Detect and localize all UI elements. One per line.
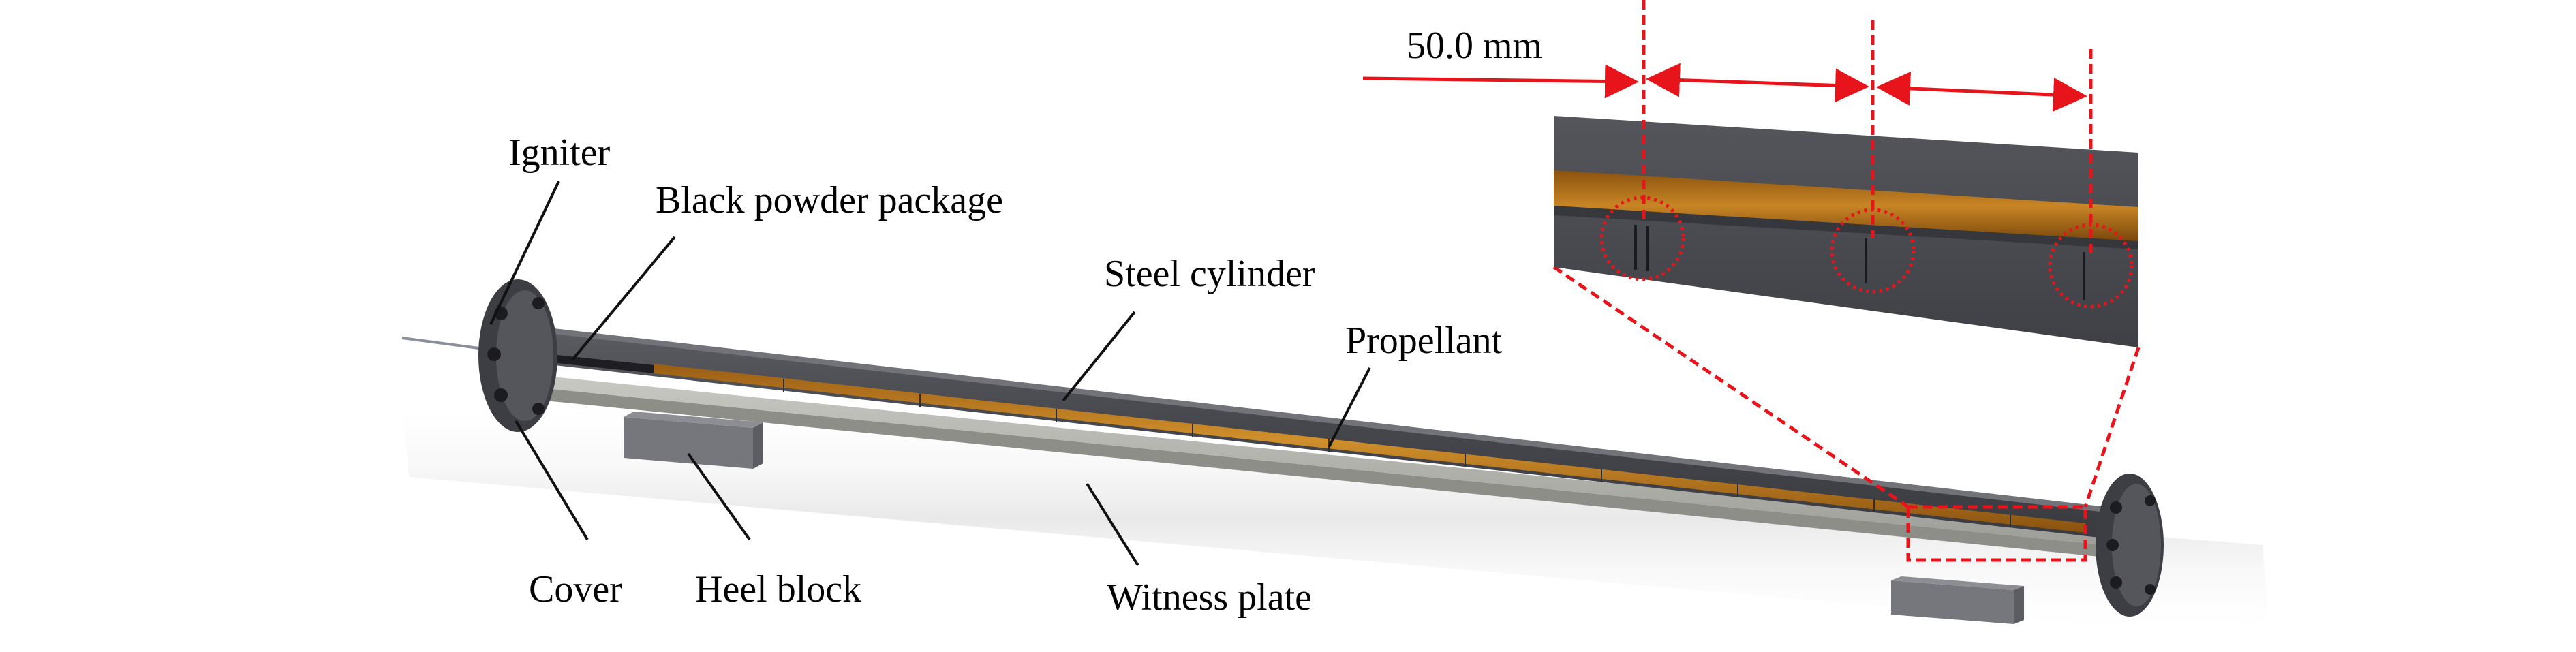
label-cover: Cover: [529, 568, 622, 610]
zoom-line-left: [1552, 265, 1910, 509]
dimension-lead-arrow: [1362, 64, 1639, 99]
zoom-inset: [1554, 116, 2138, 347]
propellant-strip: [654, 364, 2085, 533]
leader-lines: [489, 181, 1371, 567]
dimension-arrow-1: [1646, 63, 1869, 103]
zoom-line-right: [2083, 347, 2141, 508]
heel-block-right: [1891, 576, 2024, 624]
label-black-powder-package: Black powder package: [656, 179, 1003, 221]
heel-block-left: [624, 412, 763, 469]
label-steel-cylinder: Steel cylinder: [1104, 253, 1315, 295]
dimension-arrow-2: [1876, 71, 2087, 112]
label-propellant: Propellant: [1345, 320, 1503, 362]
floor-shadow: [402, 395, 2269, 640]
dimension-reference-lines: [1642, 0, 2093, 259]
cover-left-flange: [478, 279, 557, 432]
label-witness-plate: Witness plate: [1107, 576, 1312, 619]
label-heel-block: Heel block: [695, 568, 861, 610]
zoom-source-box: [1906, 505, 2087, 562]
label-dimension: 50.0 mm: [1407, 25, 1542, 67]
cover-right-flange: [2096, 474, 2164, 617]
label-igniter: Igniter: [508, 131, 611, 174]
witness-plate: [518, 373, 2106, 557]
